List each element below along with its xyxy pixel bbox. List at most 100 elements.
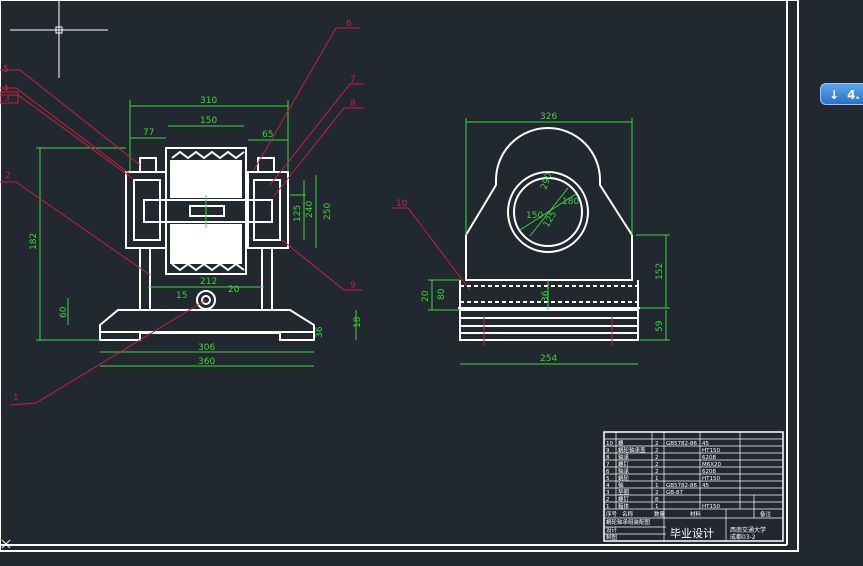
row-5-name: 蜗轮 <box>618 474 630 482</box>
right-view-dimensions <box>428 118 670 365</box>
row-2-no: 2 <box>606 497 610 503</box>
dim-65: 65 <box>262 130 273 140</box>
balloon-6: 6 <box>346 19 352 29</box>
row-5-qty: 1 <box>655 476 659 482</box>
row-9-name: 蜗轮轴承盖 <box>618 446 646 454</box>
dim-360: 360 <box>198 357 215 367</box>
row-4-mat: GB5782-86 <box>666 483 698 489</box>
drawing-title: 蜗轮轴承组装配图 <box>606 518 651 526</box>
project-title: 毕业设计 <box>670 527 714 540</box>
balloon-10: 10 <box>396 199 408 209</box>
dim-77: 77 <box>143 128 154 138</box>
row-6-name: 轴承 <box>618 467 630 475</box>
row-9-qty: 2 <box>655 448 659 454</box>
dim-212: 212 <box>200 277 217 287</box>
drawing-code: 成都03-2 <box>730 533 756 541</box>
row-5-no: 5 <box>606 476 610 482</box>
row-3-no: 3 <box>606 490 610 496</box>
row-4-name: 轴 <box>618 481 624 489</box>
outer-frame <box>0 0 799 552</box>
school-name: 西南交通大学 <box>730 526 766 534</box>
balloon-1: 1 <box>13 393 19 403</box>
dim-152: 152 <box>655 263 665 280</box>
row-5-mat: HT150 <box>702 476 720 482</box>
dim-182: 182 <box>29 233 39 250</box>
balloon-3: 3 <box>4 94 10 104</box>
dim-125: 125 <box>293 205 303 222</box>
row-7-qty: 2 <box>655 462 659 468</box>
left-sectional-view <box>99 147 315 341</box>
dim-phi290: 290 <box>539 171 554 191</box>
dim-60: 60 <box>59 306 69 318</box>
header-name: 名称 <box>622 510 634 518</box>
balloon-4: 4 <box>3 84 9 94</box>
row-10-qty: 2 <box>655 441 659 447</box>
header-no: 序号 <box>606 510 618 518</box>
dim-310: 310 <box>200 96 217 106</box>
row-10-no: 10 <box>606 441 613 447</box>
row-7-no: 7 <box>606 462 610 468</box>
ucs-icon <box>1 539 11 549</box>
row-6-mat: 6208 <box>702 469 716 475</box>
row-3-name: 垫圈 <box>618 488 630 496</box>
row-3-qty: 2 <box>655 490 659 496</box>
leader-lines <box>0 27 471 406</box>
dim-phi180: 180 <box>562 197 579 207</box>
row-2-name: 螺钉 <box>618 495 630 503</box>
dim-254: 254 <box>540 354 557 364</box>
row-8-no: 8 <box>606 455 610 461</box>
row-3-mat: GB-87 <box>666 490 684 496</box>
dim-phi125: 125 <box>542 210 559 230</box>
header-note: 备注 <box>760 510 772 518</box>
row-1-mat: HT150 <box>702 504 720 510</box>
balloon-5: 5 <box>3 65 9 75</box>
floating-button-label: 4. <box>847 88 860 102</box>
dim-80: 80 <box>437 288 447 300</box>
left-view-dimensions <box>36 100 357 367</box>
row-2-qty: 8 <box>655 497 659 503</box>
left-view-dim-texts: 310 150 77 65 182 240 125 250 212 15 20 … <box>29 96 363 367</box>
dim-326: 326 <box>540 112 557 122</box>
row-6-no: 6 <box>606 469 610 475</box>
row-1-no: 1 <box>606 504 610 510</box>
row-7-name: 螺钉 <box>618 460 630 468</box>
dim-15: 15 <box>176 291 187 301</box>
crosshair-cursor-icon <box>10 0 108 78</box>
dim-36-right: 36 <box>541 290 551 302</box>
row-4-note: 45 <box>702 483 709 489</box>
right-view-red-marks <box>483 316 613 346</box>
dim-18: 18 <box>353 316 363 328</box>
dim-59: 59 <box>655 320 665 332</box>
row-9-mat: HT150 <box>702 448 720 454</box>
row-1-qty: 1 <box>655 504 659 510</box>
row-10-mat: GB5782-86 <box>666 441 698 447</box>
dim-20: 20 <box>228 285 240 295</box>
right-side-view <box>458 127 640 341</box>
sign-draw: 制图 <box>606 533 618 541</box>
row-4-no: 4 <box>606 483 610 489</box>
row-4-qty: 1 <box>655 483 659 489</box>
header-mat: 材料 <box>690 510 702 518</box>
arrow-down-icon: ↓ <box>829 88 840 102</box>
dim-150: 150 <box>200 116 217 126</box>
row-8-name: 轴承 <box>618 453 630 461</box>
balloon-7: 7 <box>350 75 356 85</box>
balloon-2: 2 <box>5 171 11 181</box>
balloon-numbers: 1 2 3 4 5 6 7 8 9 10 <box>3 19 408 403</box>
dim-20-right: 20 <box>421 290 431 302</box>
dim-phi150: 150 <box>526 211 543 221</box>
floating-download-button[interactable]: ↓ 4. <box>820 83 863 105</box>
sign-design: 设计 <box>606 526 618 534</box>
row-6-qty: 2 <box>655 469 659 475</box>
dim-36: 36 <box>315 326 325 338</box>
title-block: 10 螺 2 GB5782-86 45 9 蜗轮轴承盖 2 HT150 8 轴承… <box>603 431 784 542</box>
dim-306: 306 <box>198 343 215 353</box>
row-7-mat: M6X20 <box>702 462 722 468</box>
dim-240: 240 <box>305 201 315 218</box>
row-8-mat: 6208 <box>702 455 716 461</box>
row-9-no: 9 <box>606 448 610 454</box>
row-8-qty: 2 <box>655 455 659 461</box>
row-1-name: 箱体 <box>618 502 630 510</box>
